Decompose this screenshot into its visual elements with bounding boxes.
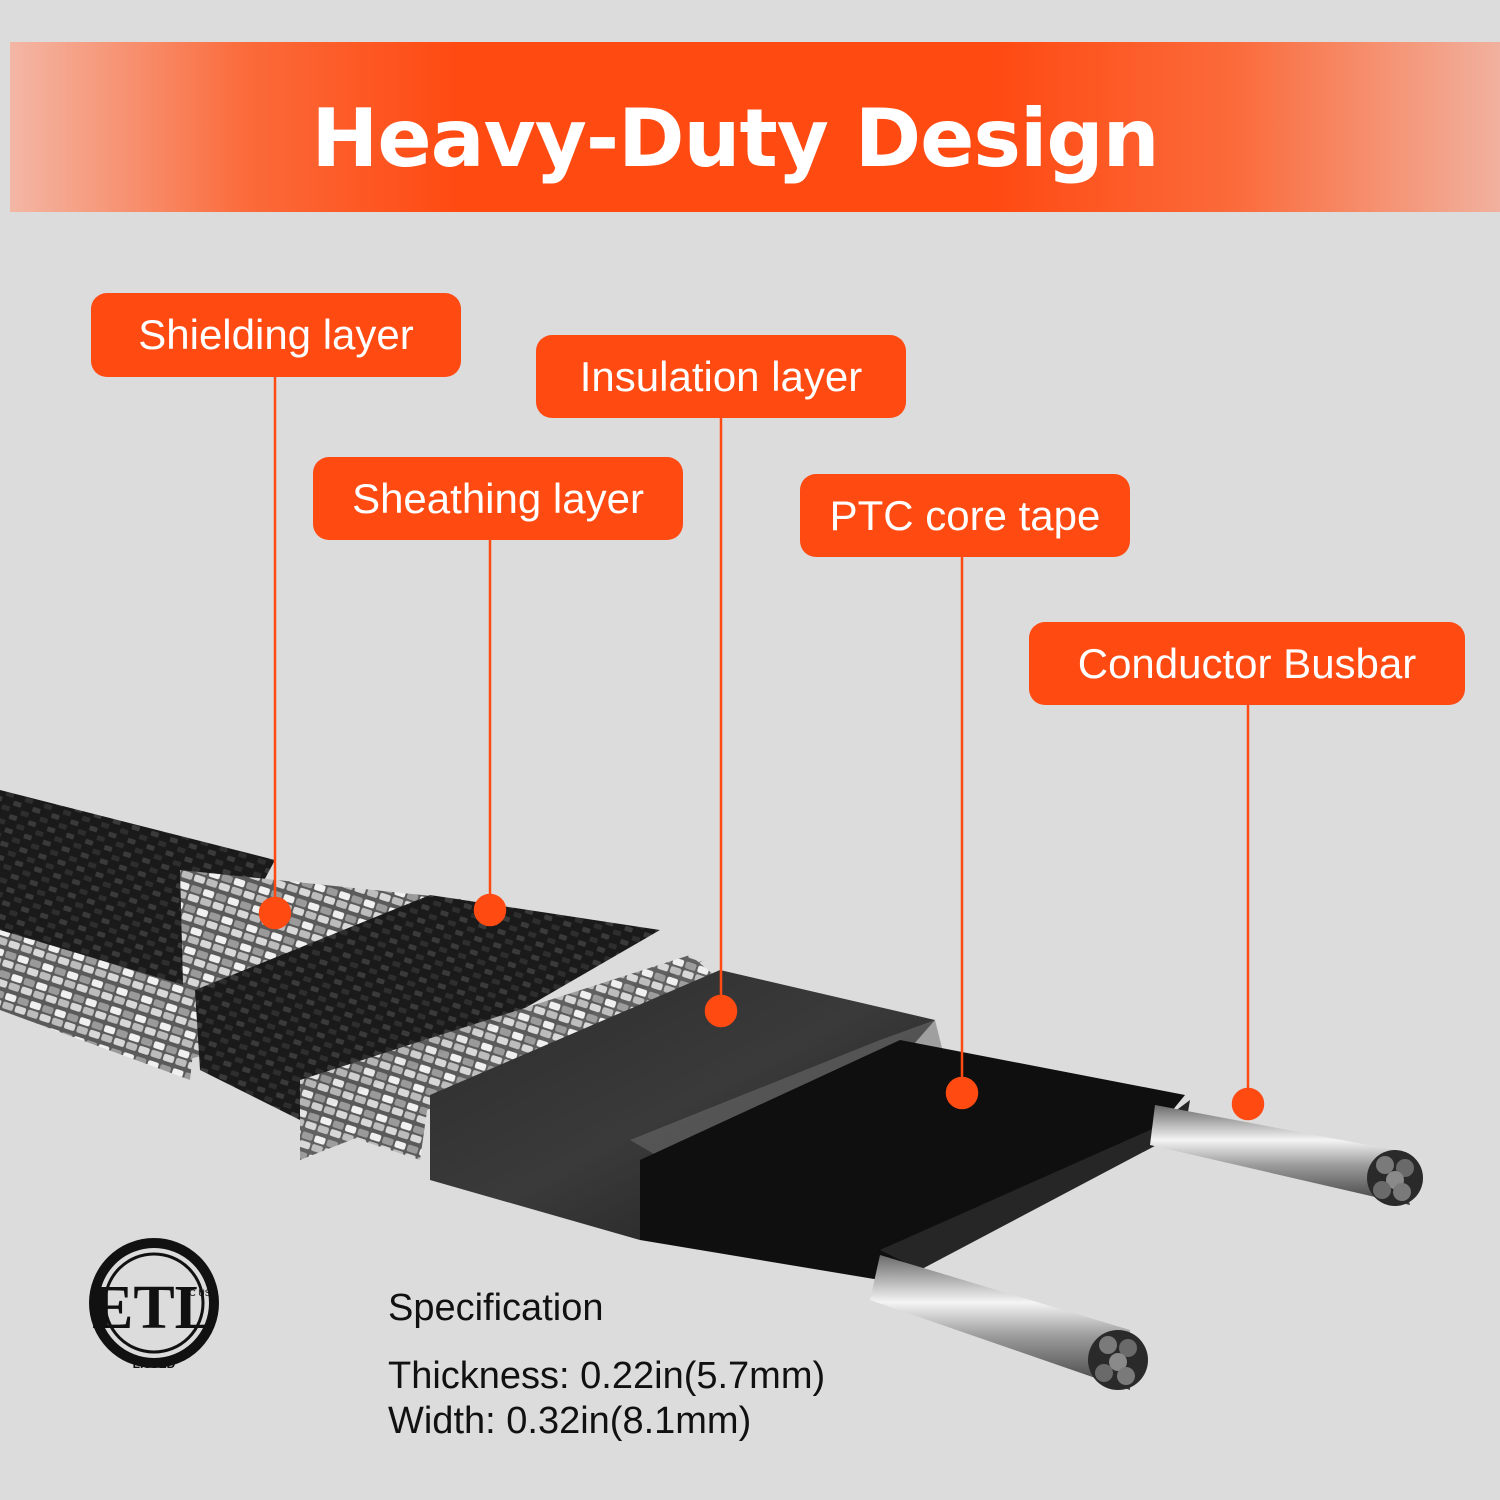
callout-conductor-busbar: Conductor Busbar: [1029, 622, 1465, 705]
shielding-marker: [258, 896, 292, 930]
callout-shielding-label: Shielding layer: [138, 311, 414, 358]
shielding-braid-left: [0, 930, 200, 1080]
callout-sheathing-label: Sheathing layer: [352, 474, 644, 522]
sheathing-marker: [473, 893, 507, 927]
etl-listed-logo: ETL C US LISTED: [89, 1238, 219, 1371]
page-title: Heavy-Duty Design: [311, 92, 1159, 185]
conductor-busbar-lower: [870, 1255, 1130, 1390]
insulation-marker: [704, 994, 738, 1028]
callout-insulation-label: Insulation layer: [579, 352, 863, 400]
svg-text:ETL: ETL: [92, 1274, 216, 1342]
callout-ptc-core-tape: PTC core tape: [800, 474, 1130, 557]
callout-busbar-label: Conductor Busbar: [1077, 639, 1417, 687]
ptc-marker: [945, 1076, 979, 1110]
insulation-layer: [430, 970, 935, 1240]
title-banner: [10, 42, 1500, 212]
callout-insulation-layer: Insulation layer: [536, 335, 906, 418]
sheathing-band: [195, 895, 660, 1120]
callout-shielding-layer: Shielding layer: [91, 293, 461, 377]
svg-text:LISTED: LISTED: [133, 1357, 176, 1371]
callout-sheathing-layer: Sheathing layer: [313, 457, 683, 540]
specification-heading: Specification: [388, 1287, 604, 1329]
spec-width: Width: 0.32in(8.1mm): [388, 1400, 752, 1442]
conductor-busbar-upper: [1150, 1105, 1410, 1205]
svg-text:C US: C US: [189, 1288, 211, 1298]
spec-thickness: Thickness: 0.22in(5.7mm): [388, 1355, 826, 1397]
busbar-marker: [1231, 1087, 1265, 1121]
callout-ptc-label: PTC core tape: [829, 491, 1101, 539]
ptc-core-tape: [640, 1040, 1185, 1280]
